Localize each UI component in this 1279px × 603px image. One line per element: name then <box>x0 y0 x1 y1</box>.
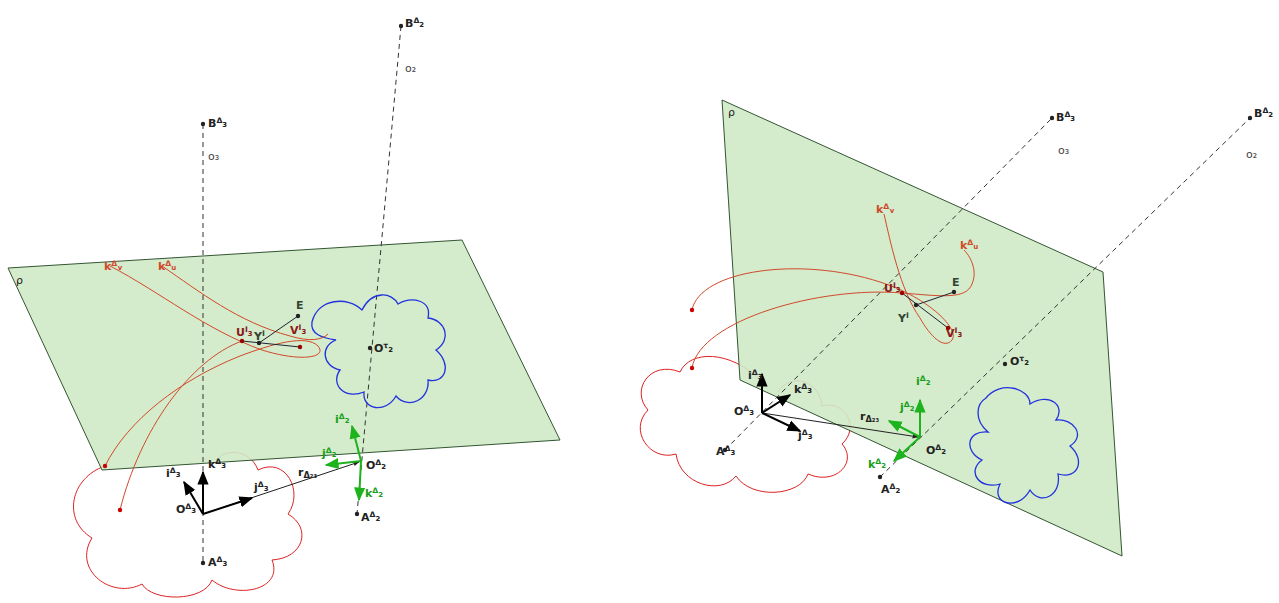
point-label: E <box>952 276 960 289</box>
point-label: OΔ₃ <box>176 500 196 516</box>
point-label: OΔ₃ <box>734 402 754 418</box>
point-label: kΔᵥ <box>876 200 895 216</box>
point-label: Oτ₂ <box>1010 352 1029 368</box>
point-label: YI <box>254 327 265 343</box>
point-label: kΔᵥ <box>104 257 123 273</box>
point-label: o₂ <box>405 62 416 75</box>
point-label: AΔ₂ <box>881 480 900 496</box>
point-label: ρ <box>16 274 23 287</box>
point-label: iΔ₃ <box>748 366 763 382</box>
point-label: kΔ₂ <box>365 484 383 500</box>
point-label: AΔ₂ <box>361 508 380 524</box>
point-label: iΔ₃ <box>166 464 181 480</box>
point-label: BΔ₃ <box>1056 108 1075 124</box>
point-label: iΔ₂ <box>916 372 931 388</box>
point-label: AΔ₃ <box>716 442 735 458</box>
point-label: ρ <box>728 106 735 119</box>
point-label: kΔᵤ <box>960 236 978 252</box>
point-label: OΔ₂ <box>926 441 946 457</box>
point-label: BΔ₂ <box>1254 104 1273 120</box>
point-label: kΔ₃ <box>794 380 812 396</box>
point-label: o₃ <box>1058 144 1069 157</box>
point-label: jΔ₃ <box>254 478 269 494</box>
point-label: kΔᵤ <box>158 257 176 273</box>
point-label: VI₃ <box>290 321 306 337</box>
point-label: VI₃ <box>946 324 962 340</box>
point-label: YI <box>898 309 909 325</box>
point-label: UI₃ <box>236 323 253 339</box>
left-view <box>8 24 560 597</box>
point-label: AΔ₃ <box>208 553 227 569</box>
point-label: o₃ <box>208 150 219 163</box>
right-view <box>640 100 1252 556</box>
point-label: o₂ <box>1246 148 1257 161</box>
point-label: UI₃ <box>884 279 901 295</box>
point-label: kΔ₂ <box>868 455 886 471</box>
point-label: kΔ₃ <box>208 455 226 471</box>
point-label: OΔ₂ <box>366 456 386 472</box>
point-label: BΔ₂ <box>405 14 424 30</box>
point-label: BΔ₃ <box>208 114 227 130</box>
point-label: jΔ₂ <box>900 398 915 414</box>
point-label: rΔ₂₃ <box>298 466 317 482</box>
point-label: iΔ₂ <box>335 410 350 426</box>
point-label: jΔ₂ <box>322 444 337 460</box>
point-label: rΔ₂₃ <box>860 410 879 426</box>
point-label: E <box>296 299 304 312</box>
point-label: jΔ₃ <box>798 426 813 442</box>
point-label: Oτ₂ <box>374 339 393 355</box>
